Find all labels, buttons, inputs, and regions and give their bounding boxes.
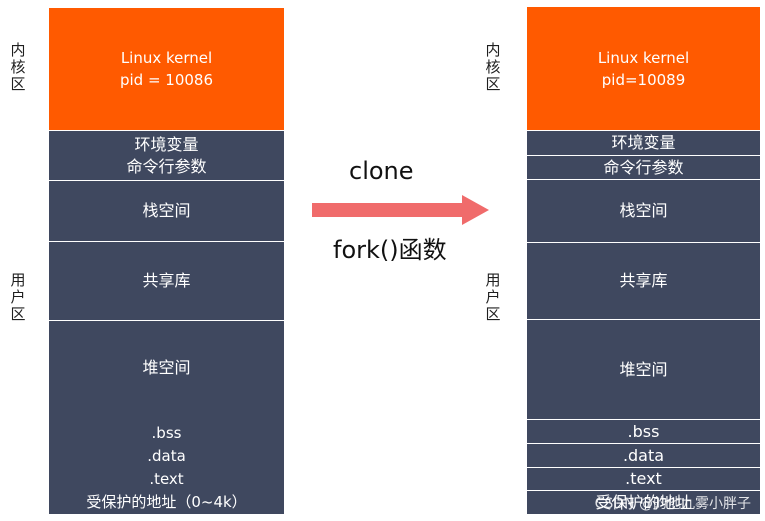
right-protected-block: 受保护的地址 [527,490,760,514]
left-env-label: 环境变量 [134,134,199,154]
right-env-block: 环境变量 [527,130,760,155]
left-stack-block: 栈空间 [49,180,284,241]
right-bss-block: .bss [527,419,760,443]
left-heap-label: 堆空间 [142,357,191,377]
right-protected-label: 受保护的地址 [595,492,692,512]
left-kernel-name: Linux kernel [120,49,213,67]
right-shared-lib-block: 共享库 [527,242,760,319]
left-stack-label: 栈空间 [142,201,191,220]
clone-label: clone [349,157,414,185]
right-kernel-region-label: 内核区 [485,41,501,93]
right-stack-label: 栈空间 [619,201,668,220]
left-kernel-pid: pid = 10086 [119,71,214,89]
left-kernel-block: Linux kernel pid = 10086 [49,8,284,130]
left-bss-label: .bss [151,424,182,442]
left-shared-lib-label: 共享库 [142,271,191,290]
left-data-label: .data [147,447,186,465]
right-env-label: 环境变量 [611,133,676,152]
right-heap-label: 堆空间 [619,359,668,379]
left-shared-lib-block: 共享库 [49,241,284,320]
right-user-region-label: 用户区 [485,271,501,323]
right-args-label: 命令行参数 [603,157,684,177]
left-memory-layout: Linux kernel pid = 10086 环境变量 命令行参数 栈空间 … [49,8,284,514]
left-text-label: .text [149,470,184,488]
left-args-label: 命令行参数 [126,156,207,176]
watermark: CSDN @的他九雾小胖子 [594,496,751,512]
right-heap-block: 堆空间 [527,319,760,419]
right-shared-lib-label: 共享库 [619,271,668,290]
left-protected-label: 受保护的地址（0~4k） [86,493,247,511]
left-user-region-label: 用户区 [10,271,26,323]
left-kernel-region-label: 内核区 [10,41,26,93]
right-text-label: .text [625,469,662,488]
right-memory-layout: Linux kernel pid=10089 环境变量 命令行参数 栈空间 共享… [527,7,760,514]
right-args-block: 命令行参数 [527,155,760,179]
right-data-label: .data [622,445,665,465]
right-data-block: .data [527,443,760,467]
right-text-block: .text [527,467,760,490]
right-kernel-pid: pid=10089 [601,70,686,89]
right-kernel-name: Linux kernel [597,48,690,67]
left-env-block: 环境变量 命令行参数 [49,130,284,180]
right-stack-block: 栈空间 [527,179,760,242]
left-segments-block: .bss .data .text 受保护的地址（0~4k） [49,414,284,514]
right-kernel-block: Linux kernel pid=10089 [527,7,760,130]
fork-label: fork()函数 [333,236,447,264]
left-heap-block: 堆空间 [49,320,284,414]
right-bss-label: .bss [627,421,660,441]
right-arrow-icon [312,195,489,225]
